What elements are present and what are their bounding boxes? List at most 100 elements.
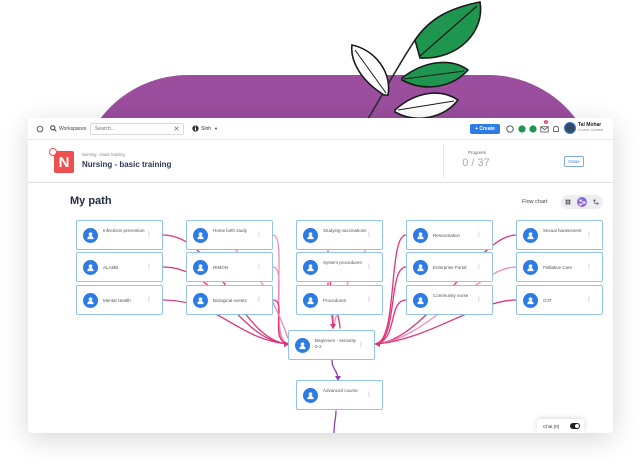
more-icon[interactable]: ⋮ — [366, 392, 372, 398]
search-icon — [50, 125, 57, 132]
grid-view-icon[interactable] — [563, 197, 573, 207]
create-button[interactable]: + Create — [470, 124, 500, 134]
node-label: Palliative Care — [543, 265, 573, 270]
chat-switch[interactable] — [570, 423, 580, 429]
user-icon — [193, 260, 208, 275]
node-label: RIMON — [213, 265, 228, 270]
info-icon — [192, 125, 199, 132]
node-label: System procedures — [323, 260, 362, 265]
course-node[interactable]: Beginners - seniority 0-2 ⋮ — [288, 330, 375, 360]
chat-toggle[interactable]: Chat (0) — [537, 419, 584, 433]
more-icon[interactable]: ⋮ — [586, 264, 592, 270]
more-icon[interactable]: ⋮ — [146, 232, 152, 238]
connector — [375, 299, 517, 345]
connector — [272, 234, 289, 345]
user-icon — [83, 260, 98, 275]
node-label: Beginners - seniority 0-2 — [315, 338, 357, 349]
user-icon — [413, 228, 428, 243]
more-icon[interactable]: ⋮ — [366, 264, 372, 270]
close-search-icon[interactable] — [174, 126, 179, 131]
course-node[interactable]: Home birth study ⋮ — [186, 220, 273, 250]
connector — [162, 299, 289, 345]
more-icon[interactable]: ⋮ — [256, 232, 262, 238]
user-icon — [295, 338, 310, 353]
more-icon[interactable]: ⋮ — [586, 232, 592, 238]
more-icon[interactable]: ⋮ — [146, 264, 152, 270]
tree-view-icon[interactable] — [591, 197, 601, 207]
more-icon[interactable]: ⋮ — [366, 232, 372, 238]
course-node[interactable]: RIMON ⋮ — [186, 252, 273, 282]
node-label: Studying vaccinations — [323, 228, 367, 233]
node-label: Sexual harassment — [543, 228, 582, 233]
bell-icon[interactable] — [552, 125, 560, 135]
node-label: Resuscitation — [433, 233, 461, 238]
globe-icon[interactable] — [518, 125, 526, 135]
progress-label: Progress — [467, 150, 486, 155]
language-selector[interactable]: Sloh — [201, 126, 212, 132]
settings-icon[interactable] — [36, 125, 44, 133]
course-node[interactable]: ALAMB ⋮ — [76, 252, 163, 282]
user-icon — [303, 293, 318, 308]
user-icon — [83, 293, 98, 308]
more-icon[interactable]: ⋮ — [256, 264, 262, 270]
node-label: OJT — [543, 298, 552, 303]
view-mode-label: Flow chart — [522, 199, 548, 205]
divider — [443, 144, 444, 178]
apps-icon[interactable] — [529, 125, 537, 135]
more-icon[interactable]: ⋮ — [256, 297, 262, 303]
more-icon[interactable]: ⋮ — [586, 297, 592, 303]
more-icon[interactable]: ⋮ — [476, 297, 482, 303]
connector — [375, 234, 407, 345]
course-node[interactable]: Procedures ⋮ — [296, 285, 383, 315]
more-icon[interactable]: ⋮ — [476, 232, 482, 238]
course-node[interactable]: System procedures ⋮ — [296, 252, 383, 282]
avatar[interactable] — [564, 122, 576, 134]
user-icon — [83, 228, 98, 243]
notification-badge: 2 — [544, 120, 548, 124]
course-node[interactable]: Mental Health ⋮ — [76, 285, 163, 315]
course-node[interactable]: Sexual harassment ⋮ — [516, 220, 603, 250]
help-icon[interactable] — [506, 125, 514, 135]
node-label: Procedures — [323, 298, 347, 303]
workspaces-label[interactable]: Workspaces — [59, 126, 87, 132]
node-label: Biological events — [213, 298, 247, 303]
user-icon — [193, 293, 208, 308]
section-title: My path — [70, 195, 112, 207]
course-node[interactable]: Community nurse ⋮ — [406, 285, 493, 315]
course-node[interactable]: OJT ⋮ — [516, 285, 603, 315]
course-node[interactable]: Enterprise Portal ⋮ — [406, 252, 493, 282]
close-button[interactable]: Close — [564, 156, 584, 167]
arrow-head — [284, 341, 290, 347]
chevron-down-icon[interactable]: ▼ — [214, 126, 218, 131]
course-node[interactable]: Studying vaccinations ⋮ — [296, 220, 383, 250]
user-icon — [523, 228, 538, 243]
course-node[interactable]: Advanced course ⋮ — [296, 380, 383, 410]
course-node[interactable]: Biological events ⋮ — [186, 285, 273, 315]
search-box[interactable] — [90, 123, 184, 135]
more-icon[interactable]: ⋮ — [146, 297, 152, 303]
node-label: Mental Health — [103, 298, 131, 303]
more-icon[interactable]: ⋮ — [476, 264, 482, 270]
node-label: Enterprise Portal — [433, 265, 467, 270]
user-icon — [193, 228, 208, 243]
node-label: Infections prevention — [103, 228, 145, 233]
connector — [333, 410, 337, 433]
mail-icon[interactable] — [540, 125, 549, 135]
user-role: Course Content — [578, 128, 604, 132]
node-label: Advanced course — [323, 388, 358, 393]
user-icon — [413, 293, 428, 308]
breadcrumb[interactable]: Nursing - basic training — [82, 152, 125, 157]
search-input[interactable] — [95, 126, 175, 132]
course-logo: N — [54, 151, 74, 173]
user-icon — [303, 228, 318, 243]
more-icon[interactable]: ⋮ — [366, 297, 372, 303]
flow-view-icon[interactable] — [577, 197, 587, 207]
user-icon — [413, 260, 428, 275]
course-node[interactable]: Resuscitation ⋮ — [406, 220, 493, 250]
course-node[interactable]: Infections prevention ⋮ — [76, 220, 163, 250]
user-name[interactable]: Tal Mohar — [578, 122, 602, 128]
more-icon[interactable]: ⋮ — [358, 342, 364, 348]
page-title: Nursing - basic training — [82, 160, 172, 169]
course-node[interactable]: Palliative Care ⋮ — [516, 252, 603, 282]
